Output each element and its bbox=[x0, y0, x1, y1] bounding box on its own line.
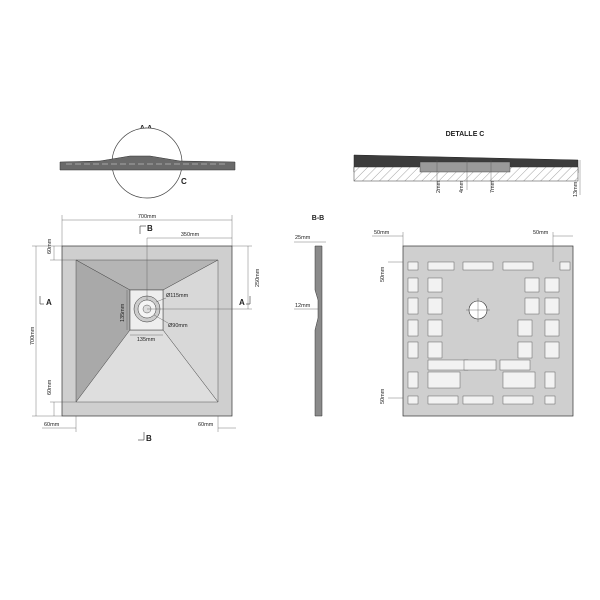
rib-pocket bbox=[462, 261, 494, 271]
bottom-rib-grid bbox=[407, 261, 571, 405]
rib-pocket bbox=[427, 359, 469, 371]
rib-pocket bbox=[407, 277, 419, 293]
detail-c-dim-7mm: 7mm bbox=[490, 180, 496, 193]
detail-c-dim-4mm: 4mm bbox=[459, 180, 465, 193]
rib-pocket bbox=[544, 395, 556, 405]
rib-pocket bbox=[407, 261, 419, 271]
section-bb-title: B-B bbox=[312, 215, 324, 222]
inner-diameter-label: Ø90mm bbox=[168, 323, 188, 329]
right-border-dim: 60mm bbox=[198, 422, 214, 428]
detail-c-marker: C bbox=[181, 177, 187, 186]
bottom-side-top-dim: 50mm bbox=[380, 266, 386, 282]
rib-pocket bbox=[502, 371, 536, 389]
top-view-width-dim: 700mm bbox=[138, 214, 157, 220]
top-border-dim: 60mm bbox=[47, 238, 53, 254]
rib-pocket bbox=[427, 341, 443, 359]
rib-pocket bbox=[463, 359, 497, 371]
section-mark-b-top: B bbox=[147, 224, 153, 233]
section-aa-profile bbox=[59, 155, 236, 171]
half-height-dim: 250mm bbox=[255, 268, 261, 287]
rib-pocket bbox=[499, 359, 531, 371]
outer-diameter-label: Ø115mm bbox=[166, 293, 189, 299]
section-bb-view: B-B 25mm 12mm bbox=[294, 215, 326, 417]
bottom-view: 50mm 50mm 50mm 50mm bbox=[372, 230, 574, 417]
rib-pocket bbox=[427, 277, 443, 293]
bottom-border-dim: 60mm bbox=[47, 379, 53, 395]
rib-pocket bbox=[544, 341, 560, 359]
detail-c-view: DETALLE C 2mm 4mm 7mm 13mm bbox=[353, 131, 581, 197]
bottom-right-top-dim: 50mm bbox=[533, 230, 549, 236]
rib-pocket bbox=[524, 297, 540, 315]
rib-pocket bbox=[462, 395, 494, 405]
drain-height-dim: 135mm bbox=[120, 303, 126, 322]
rib-pocket bbox=[407, 297, 419, 315]
section-bb-top-dim: 25mm bbox=[295, 235, 311, 241]
rib-pocket bbox=[427, 261, 455, 271]
left-border-dim: 60mm bbox=[44, 422, 60, 428]
section-bb-mid-dim: 12mm bbox=[295, 303, 311, 309]
rib-pocket bbox=[544, 277, 560, 293]
rib-pocket bbox=[544, 319, 560, 337]
rib-pocket bbox=[517, 319, 533, 337]
total-height-dim: 700mm bbox=[30, 326, 36, 345]
rib-pocket bbox=[407, 341, 419, 359]
bottom-side-bottom-dim: 50mm bbox=[380, 388, 386, 404]
rib-pocket bbox=[427, 395, 459, 405]
section-bb-profile bbox=[314, 245, 323, 417]
rib-pocket bbox=[559, 261, 571, 271]
section-mark-a-right: A bbox=[239, 298, 245, 307]
rib-pocket bbox=[427, 371, 461, 389]
rib-pocket bbox=[517, 341, 533, 359]
rib-pocket bbox=[544, 297, 560, 315]
rib-pocket bbox=[544, 371, 556, 389]
section-aa-view: A-A C bbox=[59, 125, 236, 199]
detail-c-drain-body bbox=[419, 161, 511, 173]
top-view-half-width-dim: 350mm bbox=[181, 232, 200, 238]
detail-c-dim-2mm: 2mm bbox=[436, 180, 442, 193]
drain-width-dim: 135mm bbox=[137, 337, 156, 343]
rib-pocket bbox=[407, 395, 419, 405]
detail-c-dim-13mm: 13mm bbox=[573, 181, 579, 197]
rib-pocket bbox=[502, 261, 534, 271]
rib-pocket bbox=[427, 319, 443, 337]
detail-c-title: DETALLE C bbox=[446, 131, 485, 138]
rib-pocket bbox=[407, 319, 419, 337]
rib-pocket bbox=[427, 297, 443, 315]
rib-pocket bbox=[524, 277, 540, 293]
bottom-left-top-dim: 50mm bbox=[374, 230, 390, 236]
rib-pocket bbox=[407, 371, 419, 389]
rib-pocket bbox=[502, 395, 534, 405]
top-view: 700mm 350mm B Ø115mm Ø90mm 135mm 135mm bbox=[30, 214, 261, 443]
section-mark-a-left: A bbox=[46, 298, 52, 307]
section-mark-b-bottom: B bbox=[146, 434, 152, 443]
